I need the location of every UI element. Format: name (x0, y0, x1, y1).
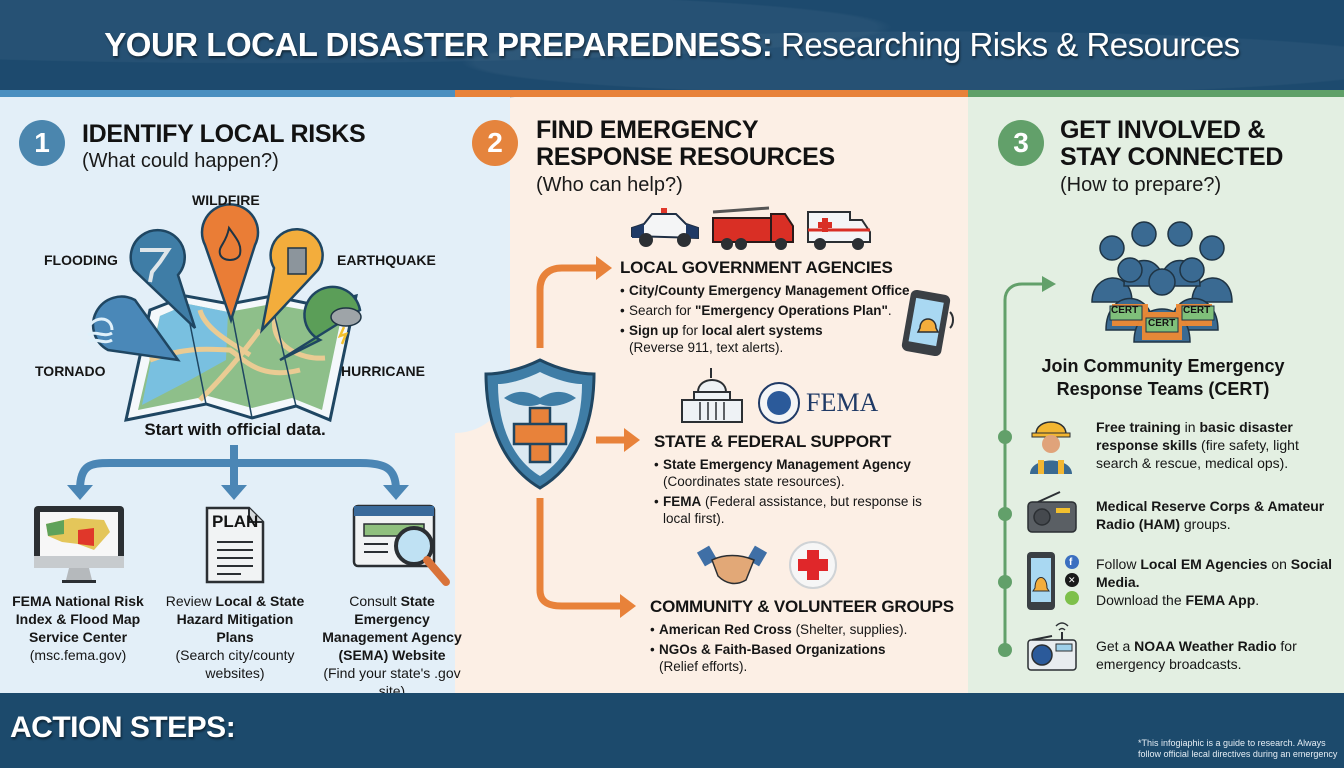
fema-logo-text: FEMA (806, 388, 879, 417)
action-steps-label: ACTION STEPS: (10, 711, 236, 744)
group-list-local-gov: City/County Emergency Management Office … (620, 282, 920, 359)
plan-document-icon (205, 506, 265, 584)
action-steps-footer: ACTION STEPS: (0, 693, 1344, 768)
noaa-radio-item: Get a NOAA Weather Radio for emergency b… (1096, 638, 1297, 672)
cert-badge-label-1: CERT (1111, 305, 1139, 316)
list-item: State Emergency Management Agency(Coordi… (654, 456, 944, 490)
step-badge-3: 3 (998, 120, 1044, 166)
hazard-label-flooding: FLOODING (44, 252, 118, 268)
group-title-community: COMMUNITY & VOLUNTEER GROUPS (650, 597, 954, 616)
group-list-state-federal: State Emergency Management Agency(Coordi… (654, 456, 944, 530)
shield-medical-icon (484, 358, 596, 490)
section3-title: GET INVOLVED & STAY CONNECTED (1060, 116, 1284, 171)
stripe-orange (455, 90, 968, 97)
hardhat-worker-icon (1030, 421, 1072, 474)
cert-badge-label-3: CERT (1148, 318, 1176, 329)
title-light: Researching Risks & Resources (781, 26, 1240, 63)
cert-badge-label-2: CERT (1183, 305, 1211, 316)
page-header: YOUR LOCAL DISASTER PREPAREDNESS: Resear… (0, 0, 1344, 90)
branch-arrows (67, 445, 409, 500)
resource-fema-nri: FEMA National Risk Index & Flood Map Ser… (12, 593, 144, 663)
start-official-data: Start with official data. (144, 420, 326, 439)
stripe-blue (0, 90, 455, 97)
dhs-seal-icon (758, 382, 800, 424)
list-item: City/County Emergency Management Office (620, 282, 920, 299)
fire-truck-icon (712, 206, 794, 250)
flow-arrows-section2 (536, 256, 640, 618)
timeline-line (998, 276, 1056, 657)
section2-title: FIND EMERGENCY RESPONSE RESOURCES (536, 116, 835, 171)
x-social-icon: ✕ (1068, 575, 1076, 585)
handshake-icon (696, 545, 768, 585)
section3-subtitle: (How to prepare?) (1060, 174, 1222, 196)
hazard-label-wildfire: WILDFIRE (192, 192, 260, 208)
list-item: NGOs & Faith-Based Organizations(Relief … (650, 641, 950, 675)
disclaimer-note: *This infogiaphic is a guide to research… (1138, 738, 1338, 759)
section2-subtitle: (Who can help?) (536, 174, 683, 196)
step-badge-1: 1 (19, 120, 65, 166)
cert-team-icon (1091, 221, 1233, 343)
resource-hazard-plans: Review Local & State Hazard Mitigation P… (165, 593, 305, 681)
list-item: FEMA (Federal assistance, but response i… (654, 493, 944, 527)
hazard-label-earthquake: EARTHQUAKE (337, 252, 436, 268)
capitol-building-icon (681, 368, 743, 423)
section1-title: IDENTIFY LOCAL RISKS (82, 120, 366, 148)
hazard-label-tornado: TORNADO (35, 363, 106, 379)
list-item: Search for "Emergency Operations Plan". (620, 302, 920, 319)
title-bold: YOUR LOCAL DISASTER PREPAREDNESS: (104, 26, 773, 63)
police-car-icon (631, 208, 699, 247)
mrc-ham-item: Medical Reserve Corps & Amateur Radio (H… (1096, 498, 1325, 532)
hazard-label-hurricane: HURRICANE (341, 363, 425, 379)
group-title-local-gov: LOCAL GOVERNMENT AGENCIES (620, 258, 893, 277)
hazard-map-illustration (87, 203, 362, 423)
list-item: Sign up for local alert systems(Reverse … (620, 322, 920, 356)
section1-subtitle: (What could happen?) (82, 150, 279, 172)
list-item: American Red Cross (Shelter, supplies). (650, 621, 950, 638)
radio-icon (1027, 491, 1077, 533)
group-list-community: American Red Cross (Shelter, supplies). … (650, 621, 950, 678)
stripe-green (968, 90, 1344, 97)
cert-training-item: Free training in basic disaster response… (1096, 419, 1299, 471)
weather-radio-icon (1027, 622, 1077, 671)
step-badge-2: 2 (472, 120, 518, 166)
social-media-item: Follow Local EM Agencies on Social Media… (1096, 556, 1333, 608)
phone-bell-icon (1027, 552, 1079, 610)
plan-doc-label: PLAN (212, 512, 259, 531)
monitor-map-icon (34, 506, 124, 583)
website-search-icon (352, 504, 450, 586)
page-title: YOUR LOCAL DISASTER PREPAREDNESS: Resear… (104, 26, 1240, 64)
red-cross-icon (789, 541, 837, 589)
facebook-icon: f (1069, 557, 1073, 568)
ambulance-icon (807, 211, 871, 250)
group-title-state-federal: STATE & FEDERAL SUPPORT (654, 432, 892, 451)
cert-title: Join Community Emergency Response Teams … (1041, 356, 1285, 399)
